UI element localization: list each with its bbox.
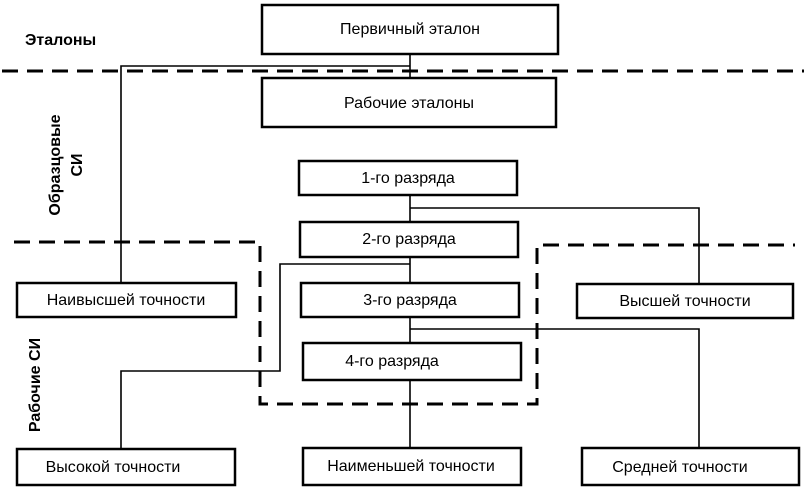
node-high-accuracy-label: Высокой точности <box>46 459 181 476</box>
section-etalons: Эталоны <box>25 32 96 49</box>
section-exemplary-si-line2: СИ <box>69 153 86 176</box>
node-rank1: 1-го разряда <box>297 159 519 197</box>
node-working-etalons-label: Рабочие эталоны <box>344 95 474 112</box>
section-working-si: Рабочие СИ <box>27 338 44 432</box>
section-exemplary-si-line1: Образцовые <box>47 114 64 215</box>
node-high-accuracy-top-label: Высшей точности <box>619 293 750 310</box>
connectors <box>120 55 700 449</box>
node-rank4-label: 4-го разряда <box>345 353 439 370</box>
node-working-etalons: Рабочие эталоны <box>260 76 558 129</box>
node-rank2-label: 2-го разряда <box>362 231 456 248</box>
node-medium-accuracy-label: Средней точности <box>612 459 747 476</box>
node-rank4: 4-го разряда <box>301 341 523 382</box>
working-si-region-border <box>14 240 795 406</box>
node-highest-accuracy-label: Наивысшей точности <box>47 292 206 309</box>
node-rank1-label: 1-го разряда <box>361 170 455 187</box>
node-high-accuracy: Высокой точности <box>15 447 237 487</box>
node-medium-accuracy: Средней точности <box>580 446 801 487</box>
node-rank3: 3-го разряда <box>299 281 521 319</box>
node-highest-accuracy: Наивысшей точности <box>15 281 238 319</box>
node-rank2: 2-го разряда <box>298 220 520 259</box>
node-high-accuracy-top: Высшей точности <box>575 282 795 320</box>
node-rank3-label: 3-го разряда <box>363 292 457 309</box>
node-primary-etalon-label: Первичный эталон <box>340 21 480 38</box>
node-lowest-accuracy: Наименьшей точности <box>301 446 523 487</box>
node-primary-etalon: Первичный эталон <box>260 3 560 56</box>
node-lowest-accuracy-label: Наименьшей точности <box>327 458 495 475</box>
